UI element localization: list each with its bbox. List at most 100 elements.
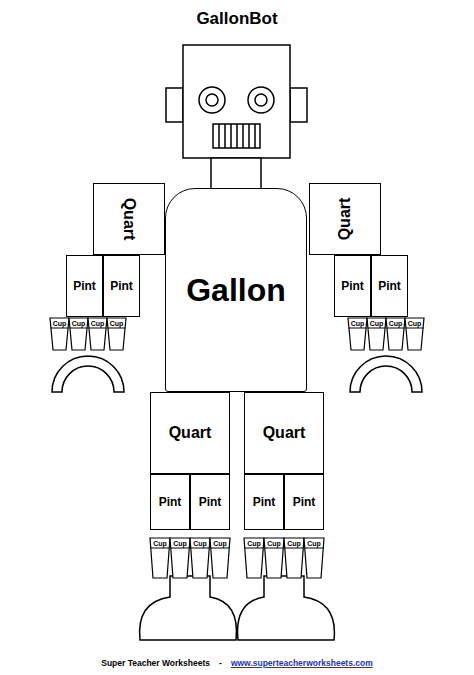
cup-label: Cup — [107, 320, 126, 327]
cup-body — [284, 538, 304, 578]
pint-label: Pint — [159, 496, 182, 508]
cup-body — [150, 538, 170, 578]
cup-shape: Cup — [284, 538, 304, 578]
footer-line: Super Teacher Worksheets-www.superteache… — [0, 659, 474, 668]
robot-claw — [350, 356, 422, 392]
cup-shape: Cup — [88, 318, 107, 350]
cup-shape: Cup — [69, 318, 88, 350]
pint-box: Pint — [103, 255, 140, 317]
cup-body — [386, 318, 405, 350]
cup-body — [348, 318, 367, 350]
robot-eye — [199, 87, 225, 113]
cup-shape: Cup — [264, 538, 284, 578]
cup-label: Cup — [304, 540, 324, 547]
cup-label: Cup — [170, 540, 190, 547]
pint-label: Pint — [378, 280, 401, 292]
cup-shape: Cup — [386, 318, 405, 350]
quart-label: Quart — [263, 425, 306, 441]
pint-box: Pint — [334, 255, 371, 317]
cup-rim — [245, 548, 264, 549]
cup-rim — [70, 328, 88, 329]
robot-pupil — [206, 94, 218, 106]
cup-shape: Cup — [304, 538, 324, 578]
pint-label: Pint — [341, 280, 364, 292]
cup-label: Cup — [386, 320, 405, 327]
cup-body — [69, 318, 88, 350]
robot-claw — [52, 356, 124, 392]
cup-rim — [171, 548, 190, 549]
cup-shape: Cup — [107, 318, 126, 350]
robot-ear — [290, 88, 307, 122]
pint-box: Pint — [66, 255, 103, 317]
robot-ear — [166, 88, 183, 122]
cup-body — [50, 318, 69, 350]
cup-label: Cup — [264, 540, 284, 547]
cup-label: Cup — [69, 320, 88, 327]
robot-pupil — [255, 94, 267, 106]
cup-shape: Cup — [210, 538, 230, 578]
cup-rim — [211, 548, 230, 549]
pint-box: Pint — [371, 255, 408, 317]
cup-label: Cup — [88, 320, 107, 327]
separator: - — [219, 659, 222, 668]
cup-rim — [51, 328, 69, 329]
pint-box: Pint — [284, 474, 324, 530]
website-link: www.superteacherworksheets.com — [231, 659, 373, 668]
cup-body — [304, 538, 324, 578]
cup-label: Cup — [150, 540, 170, 547]
cup-body — [170, 538, 190, 578]
cup-body — [107, 318, 126, 350]
cup-shape: Cup — [50, 318, 69, 350]
cup-label: Cup — [367, 320, 386, 327]
quart-box: Quart — [309, 183, 381, 255]
cup-rim — [151, 548, 170, 549]
cup-rim — [368, 328, 386, 329]
robot-teeth — [219, 124, 255, 148]
robot-neck — [211, 158, 261, 192]
worksheet-title: GallonBot — [0, 10, 474, 27]
cup-body — [264, 538, 284, 578]
pint-label: Pint — [73, 280, 96, 292]
cup-rim — [191, 548, 210, 549]
cup-label: Cup — [405, 320, 424, 327]
publisher-name: Super Teacher Worksheets — [101, 659, 210, 668]
cup-shape: Cup — [170, 538, 190, 578]
cup-rim — [265, 548, 284, 549]
pint-label: Pint — [253, 496, 276, 508]
cup-label: Cup — [284, 540, 304, 547]
cup-label: Cup — [190, 540, 210, 547]
robot-foot — [140, 576, 237, 640]
cup-label: Cup — [348, 320, 367, 327]
cup-body — [210, 538, 230, 578]
robot-eye — [248, 87, 274, 113]
cup-shape: Cup — [244, 538, 264, 578]
gallon-body: Gallon — [165, 188, 307, 392]
quart-box: Quart — [93, 183, 165, 255]
cup-shape: Cup — [405, 318, 424, 350]
pint-label: Pint — [199, 496, 222, 508]
cup-body — [244, 538, 264, 578]
robot-head — [183, 45, 290, 158]
pint-label: Pint — [110, 280, 133, 292]
cup-rim — [89, 328, 107, 329]
cup-shape: Cup — [150, 538, 170, 578]
cup-rim — [406, 328, 424, 329]
cup-shape: Cup — [367, 318, 386, 350]
cup-body — [190, 538, 210, 578]
quart-label: Quart — [337, 198, 353, 241]
cup-rim — [349, 328, 367, 329]
cup-label: Cup — [50, 320, 69, 327]
pint-box: Pint — [150, 474, 190, 530]
cup-rim — [108, 328, 126, 329]
cup-rim — [387, 328, 405, 329]
pint-label: Pint — [293, 496, 316, 508]
pint-box: Pint — [244, 474, 284, 530]
quart-box: Quart — [244, 392, 324, 474]
cup-body — [367, 318, 386, 350]
quart-label: Quart — [169, 425, 212, 441]
cup-label: Cup — [210, 540, 230, 547]
cup-label: Cup — [244, 540, 264, 547]
pint-box: Pint — [190, 474, 230, 530]
